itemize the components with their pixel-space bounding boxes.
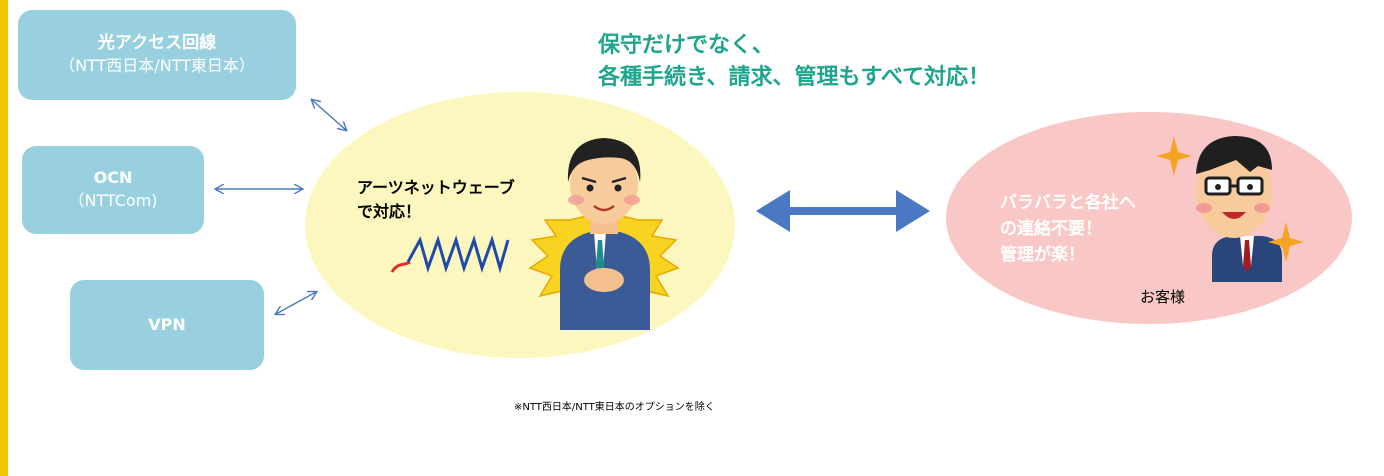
customer-person-icon <box>1196 136 1282 282</box>
provider-person-icon <box>528 138 680 330</box>
service-box-hikari: 光アクセス回線 （NTT西日本/NTT東日本） <box>18 10 296 100</box>
customer-text: バラバラと各社へ の連絡不要！ 管理が楽！ <box>1000 190 1136 268</box>
headline: 保守だけでなく、 各種手続き、請求、管理もすべて対応！ <box>598 30 990 94</box>
provider-text-line-2: で対応！ <box>357 202 422 221</box>
customer-text-line-3: 管理が楽！ <box>1000 245 1085 265</box>
service-box-vpn: VPN <box>70 280 264 370</box>
connector-hikari-arrow <box>312 100 346 130</box>
main-double-arrow <box>756 190 930 232</box>
headline-line-1: 保守だけでなく、 <box>598 33 775 58</box>
service-box-ocn: OCN （NTTCom) <box>22 146 204 234</box>
provider-text-line-1: アーツネットウェーブ <box>357 178 515 197</box>
customer-ellipse <box>946 112 1352 324</box>
company-logo-icon <box>390 235 510 274</box>
customer-text-line-1: バラバラと各社へ <box>1000 193 1136 213</box>
service-subtitle-hikari: （NTT西日本/NTT東日本） <box>59 56 255 75</box>
connector-vpn-arrow <box>276 292 316 314</box>
service-subtitle-ocn: （NTTCom) <box>68 191 158 210</box>
service-title-hikari: 光アクセス回線 <box>97 33 217 53</box>
customer-label: お客様 <box>1140 288 1186 306</box>
provider-text: アーツネットウェーブ で対応！ <box>357 176 515 224</box>
service-title-vpn: VPN <box>148 315 186 334</box>
customer-text-line-2: の連絡不要！ <box>1000 219 1102 239</box>
footnote: ※NTT西日本/NTT東日本のオプションを除く <box>514 402 715 413</box>
headline-line-2: 各種手続き、請求、管理もすべて対応！ <box>598 65 991 90</box>
sparkle-icon <box>1156 136 1304 262</box>
accent-bar <box>0 0 8 476</box>
provider-ellipse <box>305 92 735 358</box>
service-title-ocn: OCN <box>93 168 133 187</box>
